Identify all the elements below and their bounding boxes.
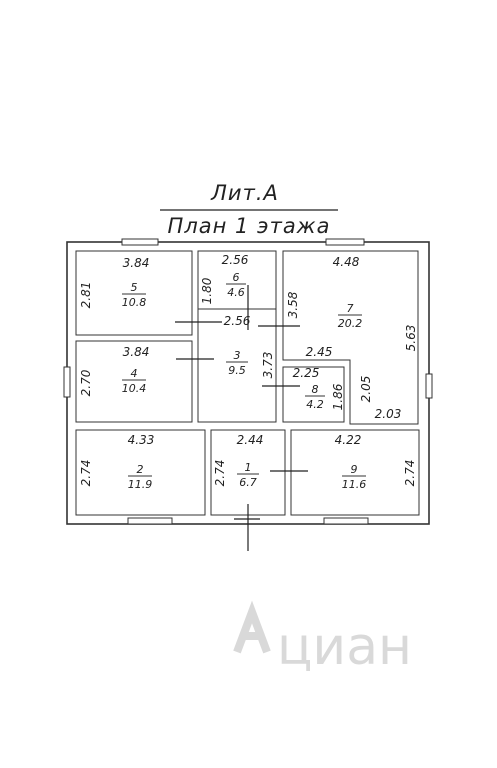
room-3-outline (197, 308, 277, 423)
room-3-area: 9.5 (228, 364, 246, 377)
room-5-height: 2.81 (79, 282, 93, 309)
room-8-area: 4.2 (306, 398, 324, 411)
room-1-number: 1 (245, 461, 252, 474)
room-6-width: 2.56 (222, 253, 249, 267)
room-2-number: 2 (137, 463, 144, 476)
plan-title-floor: План 1 этажа (168, 214, 331, 238)
window-room-2 (127, 517, 173, 525)
room-3-number: 3 (234, 349, 241, 362)
watermark-logo: циан (233, 600, 412, 677)
window-room-7 (325, 238, 365, 246)
room-7-outline (282, 250, 419, 425)
room-4-outline (75, 340, 193, 423)
watermark-text: циан (277, 617, 412, 677)
room-5-outline (75, 250, 193, 336)
room-2-width: 4.33 (128, 433, 155, 447)
room-8-number: 8 (312, 383, 319, 396)
room-7-area: 20.2 (338, 317, 363, 330)
room-9-width: 4.22 (335, 433, 362, 447)
room-3-height: 3.73 (261, 352, 275, 379)
room-6-height: 1.80 (200, 277, 214, 304)
room-5-number: 5 (131, 281, 138, 294)
room-5-area: 10.8 (122, 296, 147, 309)
window-room-7-east (425, 373, 433, 399)
room-3-width: 2.56 (224, 314, 251, 328)
window-room-5 (121, 238, 159, 246)
room-7-dim-2-45: 2.45 (306, 345, 333, 359)
room-4-width: 3.84 (123, 345, 150, 359)
room-4-height: 2.70 (79, 369, 93, 396)
room-1-area: 6.7 (239, 476, 257, 489)
room-2-outline (75, 429, 206, 516)
room-7-height: 5.63 (404, 325, 418, 352)
room-6-area: 4.6 (227, 286, 245, 299)
plan-title-lit: Лит.А (210, 181, 279, 205)
window-room-9 (323, 517, 369, 525)
room-4-number: 4 (131, 367, 138, 380)
room-8-outline (282, 366, 345, 423)
room-7-number: 7 (347, 302, 354, 315)
room-7-dim-3-58: 3.58 (286, 291, 300, 318)
room-6-number: 6 (233, 271, 240, 284)
room-9-number: 9 (351, 463, 358, 476)
room-5-width: 3.84 (123, 256, 150, 270)
room-8-width: 2.25 (293, 366, 320, 380)
room-9-height: 2.74 (403, 460, 417, 487)
room-1-height: 2.74 (213, 460, 227, 487)
room-7-dim-2-03: 2.03 (375, 407, 402, 421)
watermark-logo-icon (233, 600, 271, 654)
room-8-height: 1.86 (331, 383, 345, 410)
room-4-area: 10.4 (122, 382, 147, 395)
room-7-width: 4.48 (333, 255, 360, 269)
room-9-area: 11.6 (342, 478, 367, 491)
room-2-area: 11.9 (128, 478, 153, 491)
room-2-height: 2.74 (79, 460, 93, 487)
room-9-outline (290, 429, 420, 516)
window-room-4 (63, 366, 71, 398)
room-7-dim-2-05: 2.05 (359, 376, 373, 403)
room-1-width: 2.44 (237, 433, 264, 447)
